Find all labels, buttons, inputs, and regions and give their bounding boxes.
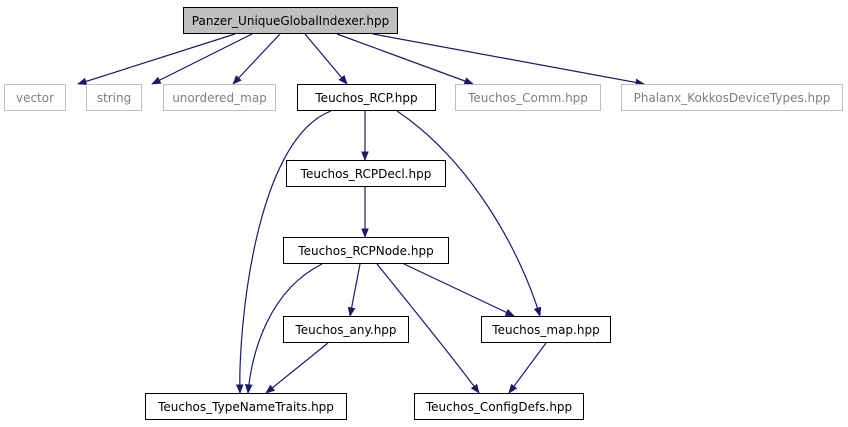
edge-teuchos-any-to-teuchos-typenametraits xyxy=(265,342,329,394)
node-string[interactable]: string xyxy=(86,84,142,111)
node-teuchos-configdefs[interactable]: Teuchos_ConfigDefs.hpp xyxy=(414,393,584,420)
node-teuchos-rcpnode[interactable]: Teuchos_RCPNode.hpp xyxy=(283,237,449,264)
node-teuchos-typenametraits[interactable]: Teuchos_TypeNameTraits.hpp xyxy=(145,393,347,420)
node-panzer-uniqueglobalindexer[interactable]: Panzer_UniqueGlobalIndexer.hpp xyxy=(183,7,398,34)
node-unordered-map[interactable]: unordered_map xyxy=(163,84,276,111)
edge-root-to-string xyxy=(151,33,253,85)
edge-teuchos-rcpnode-to-teuchos-configdefs xyxy=(376,263,480,394)
edge-teuchos-map-to-teuchos-configdefs xyxy=(508,342,547,394)
node-teuchos-any[interactable]: Teuchos_any.hpp xyxy=(283,316,409,343)
node-phalanx-kokkosdevicetypes[interactable]: Phalanx_KokkosDeviceTypes.hpp xyxy=(621,84,843,111)
edge-teuchos-rcp-to-teuchos-typenametraits xyxy=(235,110,332,394)
edge-teuchos-rcp-to-teuchos-map xyxy=(396,110,542,317)
node-teuchos-rcp[interactable]: Teuchos_RCP.hpp xyxy=(297,84,436,111)
edge-root-to-unordered-map xyxy=(232,33,281,85)
edge-teuchos-rcpnode-to-teuchos-map xyxy=(403,263,515,317)
node-teuchos-rcpdecl[interactable]: Teuchos_RCPDecl.hpp xyxy=(286,160,446,187)
edge-root-to-vector xyxy=(77,33,236,86)
edge-root-to-teuchos-comm xyxy=(336,33,474,85)
edge-root-to-phalanx-kokkos xyxy=(372,33,645,87)
node-vector[interactable]: vector xyxy=(4,84,66,111)
edge-teuchos-rcpnode-to-teuchos-typenametraits xyxy=(244,263,323,394)
edge-root-to-teuchos-rcp xyxy=(304,33,348,85)
node-teuchos-map[interactable]: Teuchos_map.hpp xyxy=(481,316,611,343)
edge-teuchos-rcpnode-to-teuchos-any xyxy=(347,263,361,317)
node-teuchos-comm[interactable]: Teuchos_Comm.hpp xyxy=(455,84,601,111)
